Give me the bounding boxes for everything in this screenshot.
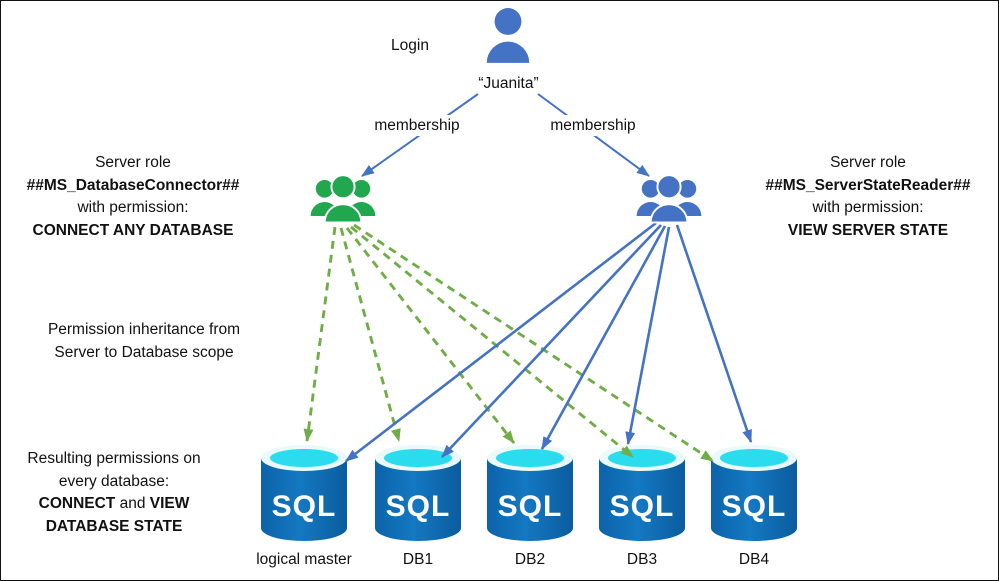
resulting-note-line4: DATABASE STATE <box>45 517 183 535</box>
inheritance-note-line2: Server to Database scope <box>54 343 234 361</box>
membership-label-left: membership <box>367 115 467 136</box>
sql-database-icon-master <box>261 445 347 541</box>
sql-database-icon-db4 <box>711 445 797 541</box>
resulting-note-line1: Resulting permissions on <box>27 450 201 467</box>
right-role-permission: VIEW SERVER STATE <box>787 221 949 239</box>
left-role-text: Server role ##MS_DatabaseConnector## wit… <box>14 152 252 242</box>
database-label-db3: DB3 <box>626 551 658 568</box>
right-role-line1: Server role <box>830 154 906 171</box>
resulting-note-line3: CONNECT and VIEW <box>9 493 219 516</box>
login-user-icon <box>486 8 530 63</box>
sql-database-icon-db3 <box>599 445 685 541</box>
resulting-note-line2: every database: <box>58 472 170 490</box>
view-keyword: VIEW <box>149 495 190 512</box>
sql-database-icon-db2 <box>487 445 573 541</box>
right-role-name: ##MS_ServerStateReader## <box>765 176 971 194</box>
resulting-permissions-note: Resulting permissions on every database:… <box>9 448 219 538</box>
green-arrow-to-db1 <box>339 227 401 442</box>
right-role-line3: with permission: <box>812 199 924 216</box>
database-icons <box>261 445 797 541</box>
left-role-line3: with permission: <box>77 199 189 216</box>
inheritance-note: Permission inheritance from Server to Da… <box>24 319 264 364</box>
right-role-text: Server role ##MS_ServerStateReader## wit… <box>743 152 993 242</box>
membership-label-right: membership <box>539 115 647 136</box>
blue-arrow-to-db1 <box>441 224 662 458</box>
database-connector-role-group-icon <box>310 174 376 224</box>
database-label-master: logical master <box>256 551 352 568</box>
blue-arrow-to-db3 <box>625 226 671 445</box>
green-arrow-to-db3 <box>350 225 634 459</box>
server-state-reader-role-group-icon <box>636 174 702 224</box>
blue-arrow-to-db4 <box>675 224 753 443</box>
connect-permission-arrows <box>303 223 714 463</box>
green-arrow-to-master <box>303 226 337 442</box>
left-role-line1: Server role <box>95 154 171 171</box>
green-arrow-to-db2 <box>345 227 516 444</box>
view-state-permission-arrows <box>345 221 753 463</box>
and-word: and <box>115 495 150 512</box>
sql-database-icon-db1 <box>375 445 461 541</box>
left-role-permission: CONNECT ANY DATABASE <box>32 221 234 239</box>
connect-keyword: CONNECT <box>38 495 116 512</box>
database-label-db2: DB2 <box>514 551 546 568</box>
login-label: Login <box>391 37 429 54</box>
login-name-label: “Juanita” <box>478 75 539 92</box>
database-label-db1: DB1 <box>402 551 434 568</box>
inheritance-note-line1: Permission inheritance from <box>47 321 241 338</box>
green-arrow-to-db4 <box>353 223 714 463</box>
left-role-name: ##MS_DatabaseConnector## <box>26 176 240 194</box>
database-label-db4: DB4 <box>738 551 770 568</box>
blue-arrow-to-master <box>345 221 657 463</box>
blue-arrow-to-db2 <box>540 225 667 450</box>
